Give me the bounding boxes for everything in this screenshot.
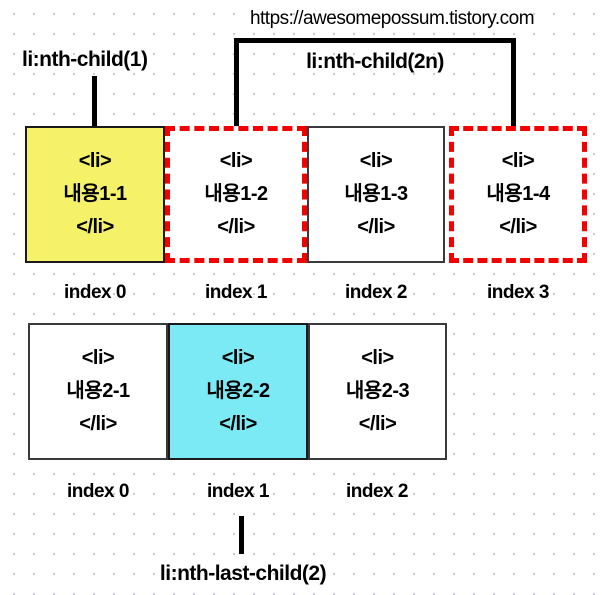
index-label-row1-1: index 1 (205, 282, 267, 303)
li-content: 내용2-3 (345, 380, 410, 402)
selector-label-nth-child-2n: li:nth-child(2n) (306, 50, 444, 73)
li-content: 내용1-1 (63, 183, 127, 205)
bracket-nth-child-2n (234, 38, 516, 126)
li-open-tag: <li> (78, 150, 112, 172)
li-close-tag: </li> (76, 216, 114, 238)
index-label-row1-0: index 0 (64, 282, 126, 303)
selector-label-nth-child-1: li:nth-child(1) (22, 48, 148, 71)
li-content: 내용1-2 (204, 183, 268, 205)
site-url-watermark: https://awesomepossum.tistory.com (249, 8, 535, 29)
li-box-1-2: <li> 내용1-2 </li> (165, 126, 307, 263)
li-close-tag: </li> (219, 413, 257, 435)
index-label-row2-1: index 1 (207, 481, 269, 502)
li-content: 내용1-3 (344, 183, 408, 205)
li-open-tag: <li> (359, 150, 393, 172)
li-open-tag: <li> (81, 347, 115, 369)
li-open-tag: <li> (219, 150, 253, 172)
index-label-row1-3: index 3 (487, 282, 549, 303)
li-box-2-2: <li> 내용2-2 </li> (168, 323, 308, 460)
li-open-tag: <li> (361, 347, 394, 369)
li-open-tag: <li> (501, 150, 535, 172)
selector-label-nth-last-child-2: li:nth-last-child(2) (159, 562, 327, 585)
li-content: 내용2-1 (66, 380, 130, 402)
li-close-tag: </li> (499, 216, 537, 238)
li-close-tag: </li> (358, 413, 397, 435)
connector-line-nth-last-child-2 (239, 516, 244, 554)
li-close-tag: </li> (79, 413, 117, 435)
connector-line-nth-child-1 (92, 76, 97, 126)
li-close-tag: </li> (217, 216, 255, 238)
index-label-row2-0: index 0 (67, 481, 129, 502)
index-label-row2-2: index 2 (346, 481, 408, 502)
li-box-1-4: <li> 내용1-4 </li> (449, 126, 587, 263)
li-content: 내용1-4 (486, 183, 550, 205)
li-box-1-3: <li> 내용1-3 </li> (307, 126, 445, 263)
li-content: 내용2-2 (206, 380, 270, 402)
li-close-tag: </li> (357, 216, 395, 238)
li-open-tag: <li> (221, 347, 255, 369)
li-box-2-3: <li> 내용2-3 </li> (308, 323, 447, 460)
li-box-1-1: <li> 내용1-1 </li> (25, 126, 165, 263)
index-label-row1-2: index 2 (345, 282, 407, 303)
li-box-2-1: <li> 내용2-1 </li> (28, 323, 168, 460)
